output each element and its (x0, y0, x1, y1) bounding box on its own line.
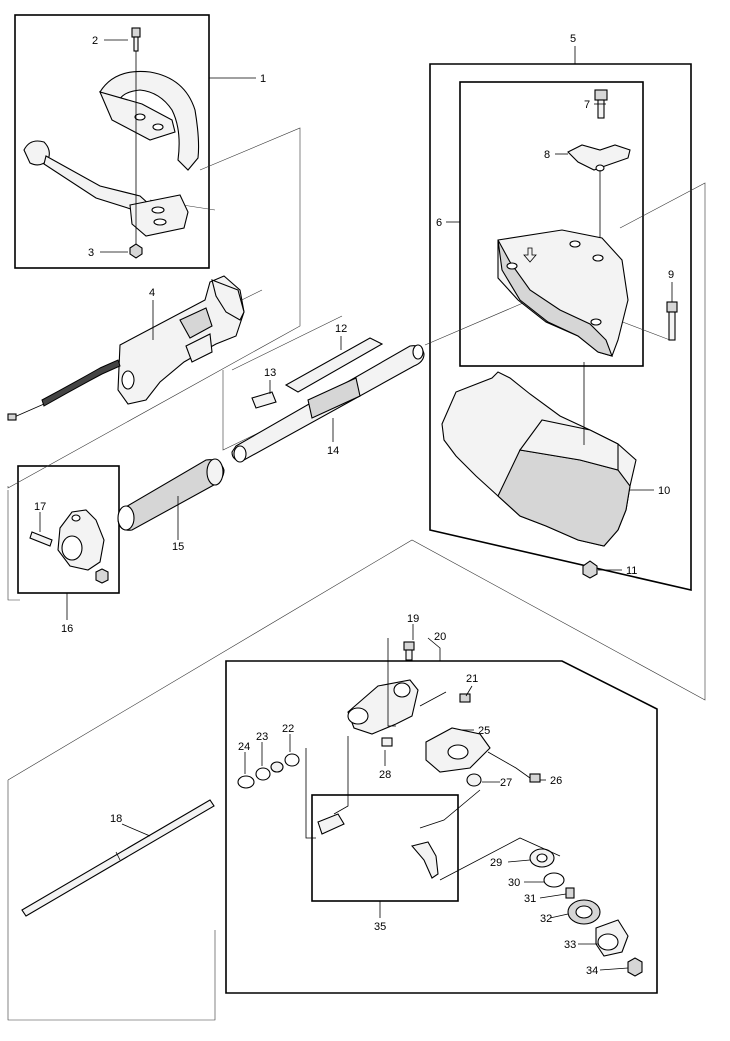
guard-group-box (429, 63, 692, 592)
callout-26: 26 (550, 775, 562, 787)
callout-29: 29 (490, 857, 502, 869)
gear-head-parts (237, 638, 643, 977)
callout-23: 23 (256, 731, 268, 743)
callout-34: 34 (586, 965, 598, 977)
callout-10: 10 (658, 485, 670, 497)
callout-13: 13 (264, 367, 276, 379)
callout-4: 4 (149, 287, 155, 299)
clamp-group-box (17, 465, 120, 594)
callout-17: 17 (34, 501, 46, 513)
callout-9: 9 (668, 269, 674, 281)
handle-group-box (14, 14, 210, 269)
group-frames (14, 14, 692, 994)
callout-16: 16 (61, 623, 73, 635)
guard-parts (441, 89, 678, 579)
callout-32: 32 (540, 913, 552, 925)
callout-33: 33 (564, 939, 576, 951)
callout-8: 8 (544, 149, 550, 161)
callout-27: 27 (500, 777, 512, 789)
callout-2: 2 (92, 35, 98, 47)
callout-24: 24 (238, 741, 250, 753)
gear-shaft-subgroup-box (311, 794, 459, 902)
callout-21: 21 (466, 673, 478, 685)
callout-31: 31 (524, 893, 536, 905)
callout-22: 22 (282, 723, 294, 735)
callout-14: 14 (327, 445, 339, 457)
callout-25: 25 (478, 725, 490, 737)
part-4-throttle-handle (7, 275, 245, 421)
gear-head-group-box (225, 660, 658, 994)
callout-5: 5 (570, 33, 576, 45)
part-1-loop-handle (23, 27, 200, 259)
callout-15: 15 (172, 541, 184, 553)
callout-12: 12 (335, 323, 347, 335)
callout-28: 28 (379, 769, 391, 781)
callout-18: 18 (110, 813, 122, 825)
callout-19: 19 (407, 613, 419, 625)
callout-7: 7 (584, 99, 590, 111)
leader-lines (39, 39, 673, 971)
callout-3: 3 (88, 247, 94, 259)
part-18-drive-shaft (21, 799, 215, 917)
callout-1: 1 (260, 73, 266, 85)
part-16-clamp (29, 509, 109, 584)
tube-parts (117, 337, 425, 531)
callout-30: 30 (508, 877, 520, 889)
callout-labels: 2 1 3 4 5 6 7 8 9 10 11 12 13 14 15 16 1… (34, 33, 674, 977)
callout-11: 11 (626, 565, 637, 577)
callout-20: 20 (434, 631, 446, 643)
callout-35: 35 (374, 921, 386, 933)
guard-subgroup-box (459, 81, 644, 367)
callout-6: 6 (436, 217, 442, 229)
